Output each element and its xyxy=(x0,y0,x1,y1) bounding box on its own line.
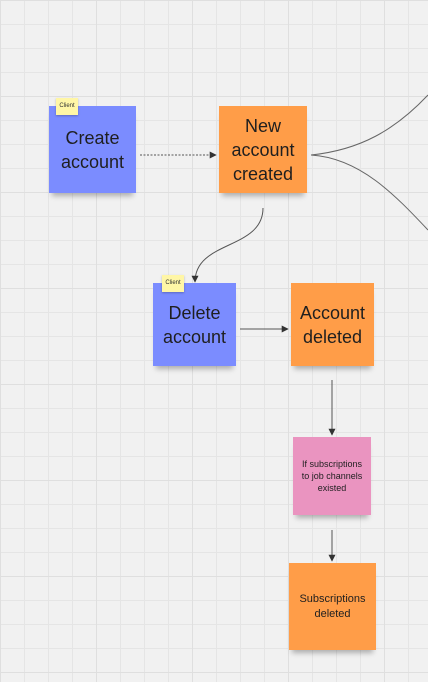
sticky-delete-account[interactable]: Delete account xyxy=(153,283,236,366)
sticky-create-account[interactable]: Create account xyxy=(49,106,136,193)
actor-tag-client-delete-label: Client xyxy=(165,280,181,286)
sticky-account-deleted-label: Account deleted xyxy=(299,302,366,347)
connector-created-to-offscreen-bottom[interactable] xyxy=(310,154,428,231)
sticky-account-deleted[interactable]: Account deleted xyxy=(291,283,374,366)
sticky-if-subscriptions-existed[interactable]: If subscriptions to job channels existed xyxy=(293,437,371,515)
sticky-new-account-created[interactable]: New account created xyxy=(219,106,307,193)
actor-tag-client-label: Client xyxy=(59,103,75,109)
sticky-subscriptions-deleted[interactable]: Subscriptions deleted xyxy=(289,563,376,650)
sticky-delete-account-label: Delete account xyxy=(162,302,227,347)
connector-created-to-delete[interactable] xyxy=(191,207,264,283)
sticky-if-subscriptions-existed-label: If subscriptions to job channels existed xyxy=(301,459,363,493)
actor-tag-client[interactable]: Client xyxy=(56,98,78,115)
sticky-create-account-label: Create account xyxy=(60,127,125,172)
actor-tag-client-delete[interactable]: Client xyxy=(162,275,184,292)
sticky-subscriptions-deleted-label: Subscriptions deleted xyxy=(299,592,366,620)
sticky-new-account-created-label: New account created xyxy=(231,115,295,184)
connector-created-to-offscreen-top[interactable] xyxy=(310,94,428,156)
